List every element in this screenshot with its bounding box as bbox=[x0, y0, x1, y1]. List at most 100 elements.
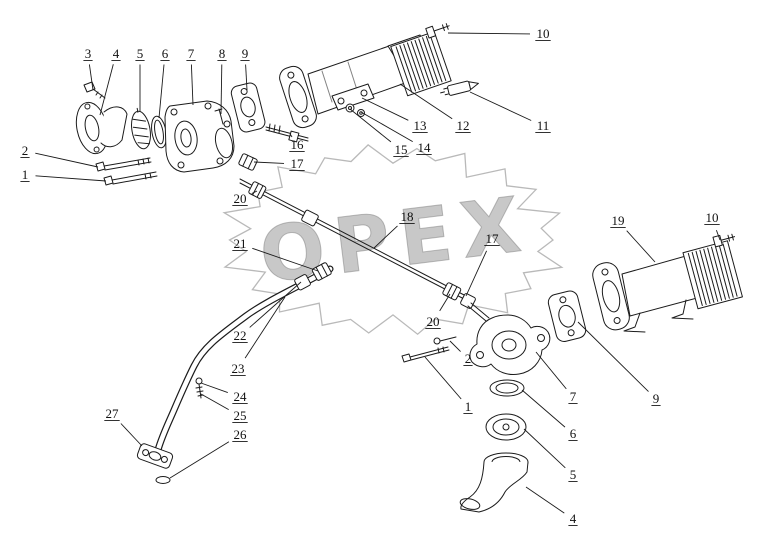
callout-label: 1 bbox=[22, 167, 29, 182]
callout-label: 9 bbox=[653, 391, 660, 406]
part-outlet-elbow-4 bbox=[75, 101, 128, 155]
callout-27: 27 bbox=[104, 406, 143, 447]
callout-label: 10 bbox=[706, 210, 719, 225]
callout-6: 6 bbox=[158, 46, 170, 119]
callout-label: 20 bbox=[234, 191, 247, 206]
part-flange-27 bbox=[136, 443, 174, 469]
callout-4: 4 bbox=[99, 46, 121, 116]
callout-14: 14 bbox=[360, 111, 432, 155]
callout-20: 20 bbox=[232, 190, 258, 206]
part-upper-water-pipe-12 bbox=[238, 23, 479, 171]
callout-label: 2 bbox=[22, 143, 29, 158]
callout-label: 20 bbox=[427, 314, 440, 329]
callout-26: 26 bbox=[169, 427, 248, 479]
part-washer-15 bbox=[345, 103, 355, 113]
callout-leader-line bbox=[349, 108, 392, 143]
callout-1: 1 bbox=[20, 167, 107, 182]
callout-leader-line bbox=[220, 64, 223, 115]
part-drain-tube-18 bbox=[239, 178, 490, 322]
callout-10: 10 bbox=[704, 210, 721, 241]
part-thermostat-5 bbox=[131, 107, 151, 150]
part-sensor-11 bbox=[440, 80, 479, 96]
callout-leader-line bbox=[424, 356, 462, 400]
callout-label: 13 bbox=[414, 118, 427, 133]
callout-25: 25 bbox=[200, 393, 248, 423]
callout-15: 15 bbox=[349, 108, 409, 157]
callout-label: 7 bbox=[188, 46, 195, 61]
part-fitting-17-lower bbox=[460, 293, 476, 309]
callout-1: 1 bbox=[424, 356, 473, 414]
callout-leader-line bbox=[244, 296, 286, 359]
part-bolts-1-2-lower bbox=[401, 336, 457, 363]
part-gasket-9-right bbox=[547, 290, 587, 342]
part-bolt-10-right bbox=[712, 233, 736, 248]
part-seal-ring-6 bbox=[151, 115, 167, 149]
callout-12: 12 bbox=[399, 83, 471, 133]
callout-label: 1 bbox=[465, 399, 472, 414]
callout-5: 5 bbox=[135, 46, 145, 112]
part-bolt-3 bbox=[83, 81, 106, 99]
callout-7: 7 bbox=[535, 351, 578, 404]
watermark: OPEX bbox=[222, 144, 564, 336]
callout-9: 9 bbox=[240, 46, 250, 91]
callout-11: 11 bbox=[469, 91, 551, 133]
callout-2: 2 bbox=[20, 143, 99, 168]
callout-label: 8 bbox=[219, 46, 226, 61]
callout-leader-line bbox=[158, 64, 165, 119]
callout-20: 20 bbox=[425, 293, 451, 329]
callout-leader-line bbox=[253, 161, 285, 164]
callout-leader-line bbox=[249, 281, 302, 328]
callout-2: 2 bbox=[449, 340, 473, 366]
part-stud-16 bbox=[265, 123, 309, 143]
callout-label: 14 bbox=[418, 140, 432, 155]
callout-label: 15 bbox=[395, 142, 408, 157]
callout-label: 9 bbox=[242, 46, 249, 61]
callout-leader-line bbox=[245, 64, 248, 91]
callout-4: 4 bbox=[525, 486, 578, 526]
callout-21: 21 bbox=[232, 236, 319, 272]
callout-label: 17 bbox=[291, 156, 305, 171]
callout-label: 18 bbox=[401, 209, 414, 224]
callout-leader-line bbox=[289, 133, 293, 138]
callout-24: 24 bbox=[200, 382, 248, 404]
part-mount-flange-13 bbox=[331, 83, 375, 111]
part-nut-14 bbox=[357, 109, 365, 117]
part-housing-cover-7-lower bbox=[469, 314, 551, 375]
callout-label: 17 bbox=[486, 231, 500, 246]
callout-5: 5 bbox=[523, 428, 578, 482]
part-thermostat-housing-7 bbox=[164, 100, 235, 173]
part-outlet-elbow-4-lower bbox=[459, 452, 529, 513]
callout-leader-line bbox=[626, 230, 656, 263]
callout-leader-line bbox=[577, 321, 649, 392]
callout-19: 19 bbox=[610, 213, 656, 263]
callout-label: 24 bbox=[234, 389, 248, 404]
part-ring-6-lower bbox=[489, 379, 525, 397]
callout-label: 19 bbox=[612, 213, 625, 228]
callout-leader-line bbox=[447, 32, 531, 35]
part-union-nut-20-lower bbox=[442, 282, 462, 301]
callout-label: 11 bbox=[537, 118, 550, 133]
part-gasket-9-upper bbox=[230, 82, 266, 133]
callout-leader-line bbox=[439, 293, 451, 312]
callout-leader-line bbox=[252, 247, 319, 272]
callout-13: 13 bbox=[361, 97, 428, 133]
part-lower-thermostat-assembly bbox=[401, 314, 551, 513]
callout-leader-line bbox=[120, 423, 143, 447]
callout-leader-line bbox=[99, 64, 114, 116]
part-bypass-pipe-23 bbox=[136, 262, 334, 484]
callout-leader-line bbox=[525, 486, 565, 514]
part-bolt-24-25 bbox=[195, 377, 204, 399]
callout-label: 10 bbox=[537, 26, 550, 41]
callout-leader-line bbox=[361, 97, 409, 121]
callout-leader-line bbox=[521, 389, 566, 428]
callout-label: 2 bbox=[465, 351, 472, 366]
part-thermostat-5-lower bbox=[485, 413, 527, 441]
callout-leader-line bbox=[399, 83, 453, 120]
callout-label: 5 bbox=[137, 46, 144, 61]
callout-label: 6 bbox=[162, 46, 169, 61]
callout-leader-line bbox=[465, 250, 488, 297]
callout-label: 4 bbox=[113, 46, 120, 61]
callout-18: 18 bbox=[373, 209, 415, 249]
